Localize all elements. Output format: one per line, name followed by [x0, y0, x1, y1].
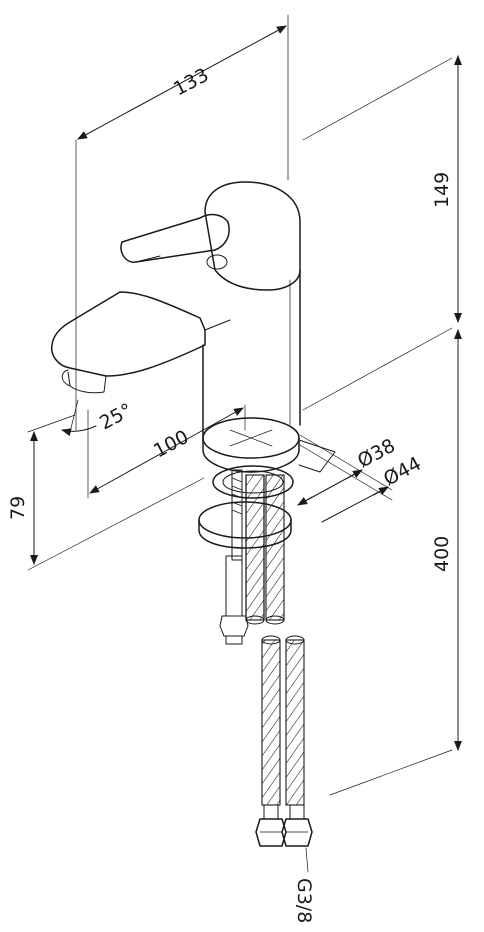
dimension-lines — [30, 25, 462, 751]
braided-hoses — [245, 474, 313, 873]
dim-spout-height: 79 — [7, 496, 29, 520]
dim-spout-reach: 100 — [150, 426, 192, 462]
extension-lines — [27, 14, 453, 796]
dim-thread: G3/8 — [293, 878, 315, 923]
dim-height-lower: 400 — [431, 536, 453, 572]
faucet-body — [50, 181, 336, 473]
dim-height-upper: 149 — [431, 172, 453, 208]
dimension-labels: 133 149 400 79 100 25° Ø38 Ø44 G3/8 — [7, 64, 453, 923]
mounting-hardware — [198, 465, 294, 645]
dim-angle: 25° — [96, 399, 136, 434]
